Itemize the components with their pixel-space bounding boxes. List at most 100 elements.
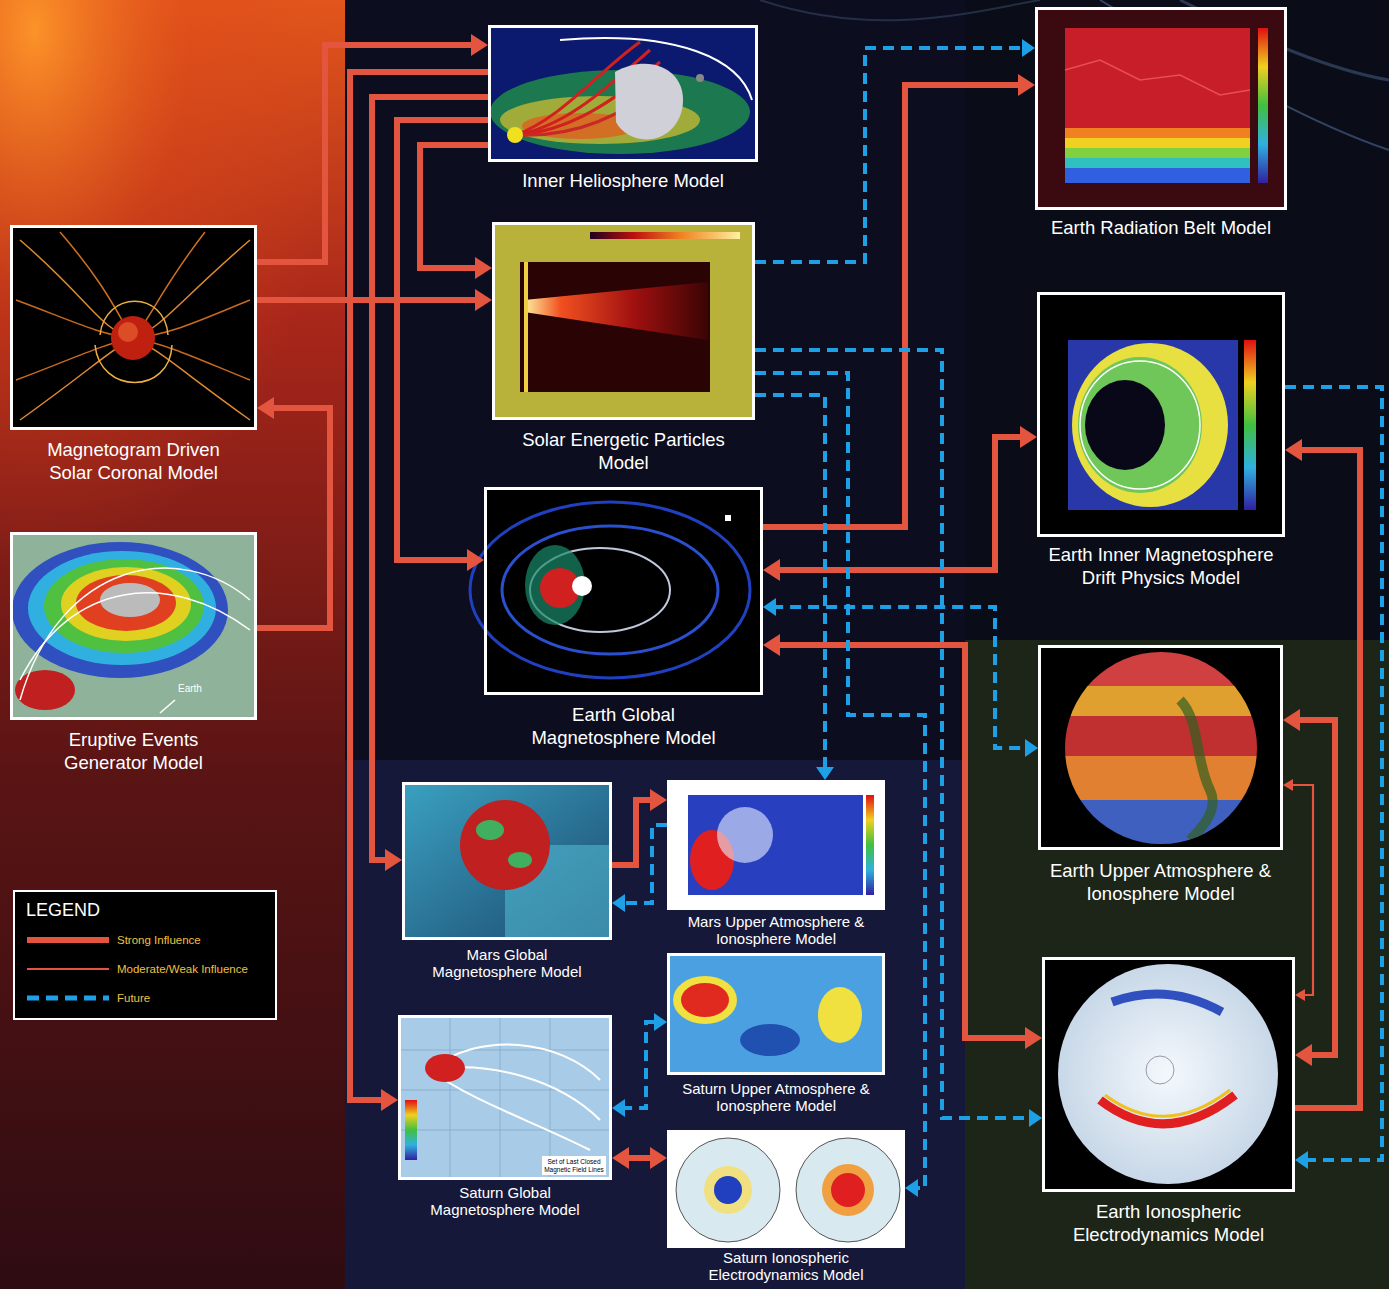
influence-connector: [763, 634, 1042, 1049]
arrowhead: [650, 1147, 667, 1169]
model-panel: Saturn Ionospheric Electrodynamics Model: [667, 1130, 905, 1248]
future-connector: [612, 825, 667, 912]
legend-sample: [27, 933, 109, 947]
connector-line: [1295, 450, 1360, 1108]
legend-text: Strong Influence: [117, 933, 201, 947]
connector-line: [257, 297, 480, 303]
model-caption: Saturn Upper Atmosphere & Ionosphere Mod…: [664, 1081, 889, 1115]
model-panel: Eruptive Events Generator Model: [10, 532, 257, 720]
arrowhead: [612, 894, 625, 912]
model-caption: Earth Global Magnetosphere Model: [511, 704, 736, 749]
influence-connector: [763, 426, 1037, 581]
model-caption: Saturn Global Magnetosphere Model: [418, 1185, 593, 1219]
legend-row: Moderate/Weak Influence: [27, 959, 248, 975]
influence-connector: [372, 97, 488, 871]
arrowhead: [1022, 39, 1035, 57]
influence-connector: [420, 145, 492, 279]
future-connector: [763, 598, 1038, 757]
model-caption: Mars Global Magnetosphere Model: [420, 947, 595, 981]
connector-line: [257, 45, 476, 262]
connector-line: [755, 48, 1026, 262]
arrowhead: [475, 257, 492, 279]
influence-connector: [1283, 779, 1313, 1001]
legend-row: Future: [27, 988, 150, 1004]
legend-row: Strong Influence: [27, 930, 201, 946]
influence-connector: [257, 397, 330, 628]
legend-line: [27, 995, 109, 1000]
arrowhead: [650, 789, 667, 811]
connector-line: [1285, 387, 1382, 1160]
connector-line: [1295, 720, 1335, 1055]
arrowhead: [612, 1147, 629, 1169]
arrowhead: [816, 767, 834, 780]
connector-line: [775, 645, 1030, 1038]
model-caption: Earth Inner Magnetosphere Drift Physics …: [1034, 544, 1289, 589]
influence-connector: [397, 120, 488, 571]
connector-line: [755, 395, 825, 771]
model-panel: Earth Radiation Belt Model: [1035, 7, 1287, 210]
connector-line: [755, 350, 1033, 1118]
model-panel: Solar Energetic Particles Model: [492, 222, 755, 420]
model-caption: Eruptive Events Generator Model: [31, 729, 236, 774]
arrowhead: [1018, 74, 1035, 96]
model-caption: Earth Upper Atmosphere & Ionosphere Mode…: [1036, 860, 1286, 905]
connector-line: [350, 72, 488, 1100]
arrowhead: [1295, 1044, 1312, 1066]
future-connector: [612, 1013, 667, 1117]
model-panel: Earth Global Magnetosphere Model: [484, 487, 763, 695]
model-panel: Mars Upper Atmosphere & Ionosphere Model: [667, 780, 885, 910]
arrowhead: [654, 1013, 667, 1031]
arrowhead: [257, 397, 274, 419]
connector-line: [775, 437, 1025, 570]
legend-sample: [27, 962, 109, 976]
arrowhead: [1295, 989, 1305, 1001]
model-panel: Saturn Global Magnetosphere Model: [398, 1015, 612, 1180]
arrowhead: [1025, 1027, 1042, 1049]
model-panel: Magnetogram Driven Solar Coronal Model: [10, 225, 257, 430]
legend-sample: [27, 991, 109, 1005]
model-caption: Mars Upper Atmosphere & Ionosphere Model: [664, 914, 889, 948]
arrowhead: [1295, 1151, 1308, 1169]
arrowhead: [763, 559, 780, 581]
future-connector: [1285, 387, 1382, 1169]
arrowhead: [381, 1089, 398, 1111]
arrowhead: [1029, 1109, 1042, 1127]
connector-line: [763, 85, 1023, 527]
future-connector: [755, 39, 1035, 262]
arrowhead: [612, 1099, 625, 1117]
influence-connector: [1285, 439, 1360, 1108]
model-panel: Saturn Upper Atmosphere & Ionosphere Mod…: [667, 953, 885, 1075]
arrowhead: [763, 598, 776, 616]
legend-text: Future: [117, 991, 150, 1005]
influence-connector: [1283, 709, 1335, 1066]
arrowhead: [1283, 709, 1300, 731]
legend-line: [27, 968, 109, 970]
legend-line: [27, 937, 109, 943]
connector-line: [420, 145, 488, 268]
arrowhead: [1285, 439, 1302, 461]
arrowhead: [475, 289, 492, 311]
connector-line: [772, 607, 1029, 748]
arrowhead: [385, 849, 402, 871]
model-panel: Inner Heliosphere Model: [488, 25, 758, 162]
figure-note: Set of Last Closed Magnetic Field Lines: [544, 1158, 604, 1174]
model-caption: Inner Heliosphere Model: [488, 170, 758, 193]
model-caption: Earth Ionospheric Electrodynamics Model: [1056, 1201, 1281, 1246]
model-caption: Magnetogram Driven Solar Coronal Model: [31, 439, 236, 484]
model-panel: Earth Upper Atmosphere & Ionosphere Mode…: [1038, 645, 1283, 850]
model-caption: Solar Energetic Particles Model: [501, 429, 746, 474]
arrowhead: [471, 34, 488, 56]
model-caption: Earth Radiation Belt Model: [1026, 217, 1296, 240]
legend-title: LEGEND: [26, 900, 100, 922]
arrowhead: [467, 549, 484, 571]
connector-line: [612, 800, 655, 865]
arrowhead: [905, 1179, 918, 1197]
future-connector: [755, 395, 834, 780]
influence-connector: [612, 1147, 667, 1169]
connector-line: [372, 97, 488, 860]
figure-label: Earth: [178, 683, 202, 695]
future-connector: [755, 350, 1042, 1127]
legend-text: Moderate/Weak Influence: [117, 962, 248, 976]
connector-line: [257, 408, 330, 628]
model-panel: Mars Global Magnetosphere Model: [402, 782, 612, 940]
